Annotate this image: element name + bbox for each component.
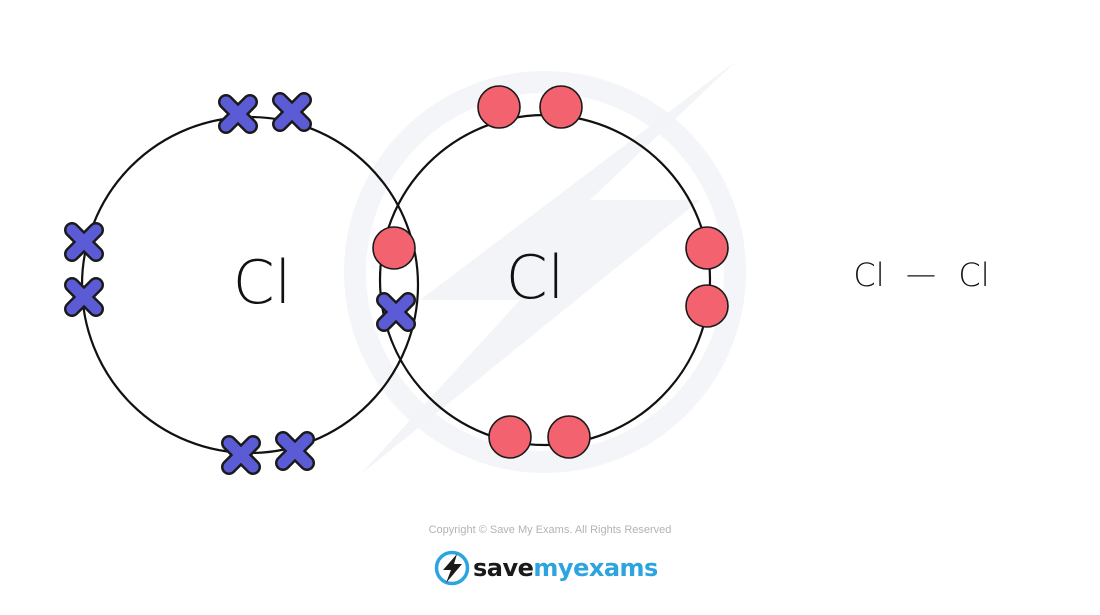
lightning-bolt-icon bbox=[434, 550, 470, 586]
brand-word-exams: exams bbox=[573, 554, 658, 582]
electron-dot bbox=[372, 226, 416, 270]
structural-formula: Cl — Cl bbox=[853, 256, 989, 294]
electron-dot bbox=[547, 415, 591, 459]
electron-dot bbox=[685, 226, 729, 270]
electron-dot bbox=[488, 415, 532, 459]
formula-bond: — bbox=[906, 257, 936, 292]
brand-wordmark: savemyexams bbox=[473, 554, 658, 582]
left-atom-symbol: Cl bbox=[233, 248, 292, 318]
brand-logo-block: savemyexams bbox=[434, 548, 658, 588]
electron-dot bbox=[685, 284, 729, 328]
electron-layer bbox=[64, 85, 729, 475]
electron-cross bbox=[272, 92, 312, 132]
right-atom-symbol: Cl bbox=[506, 243, 565, 313]
formula-left-symbol: Cl bbox=[853, 256, 884, 294]
copyright-notice: Copyright © Save My Exams. All Rights Re… bbox=[428, 524, 672, 536]
formula-right-symbol: Cl bbox=[958, 256, 989, 294]
brand-word-my: my bbox=[533, 554, 574, 582]
electron-cross bbox=[218, 94, 258, 134]
brand-word-save: save bbox=[473, 554, 534, 582]
electron-dot bbox=[539, 85, 583, 129]
electron-cross bbox=[64, 222, 104, 262]
electron-cross bbox=[275, 431, 315, 471]
electron-dot bbox=[477, 85, 521, 129]
watermark-bolt-icon bbox=[344, 62, 746, 475]
electron-cross bbox=[376, 292, 416, 332]
electron-cross bbox=[64, 277, 104, 317]
electron-cross bbox=[221, 435, 261, 475]
